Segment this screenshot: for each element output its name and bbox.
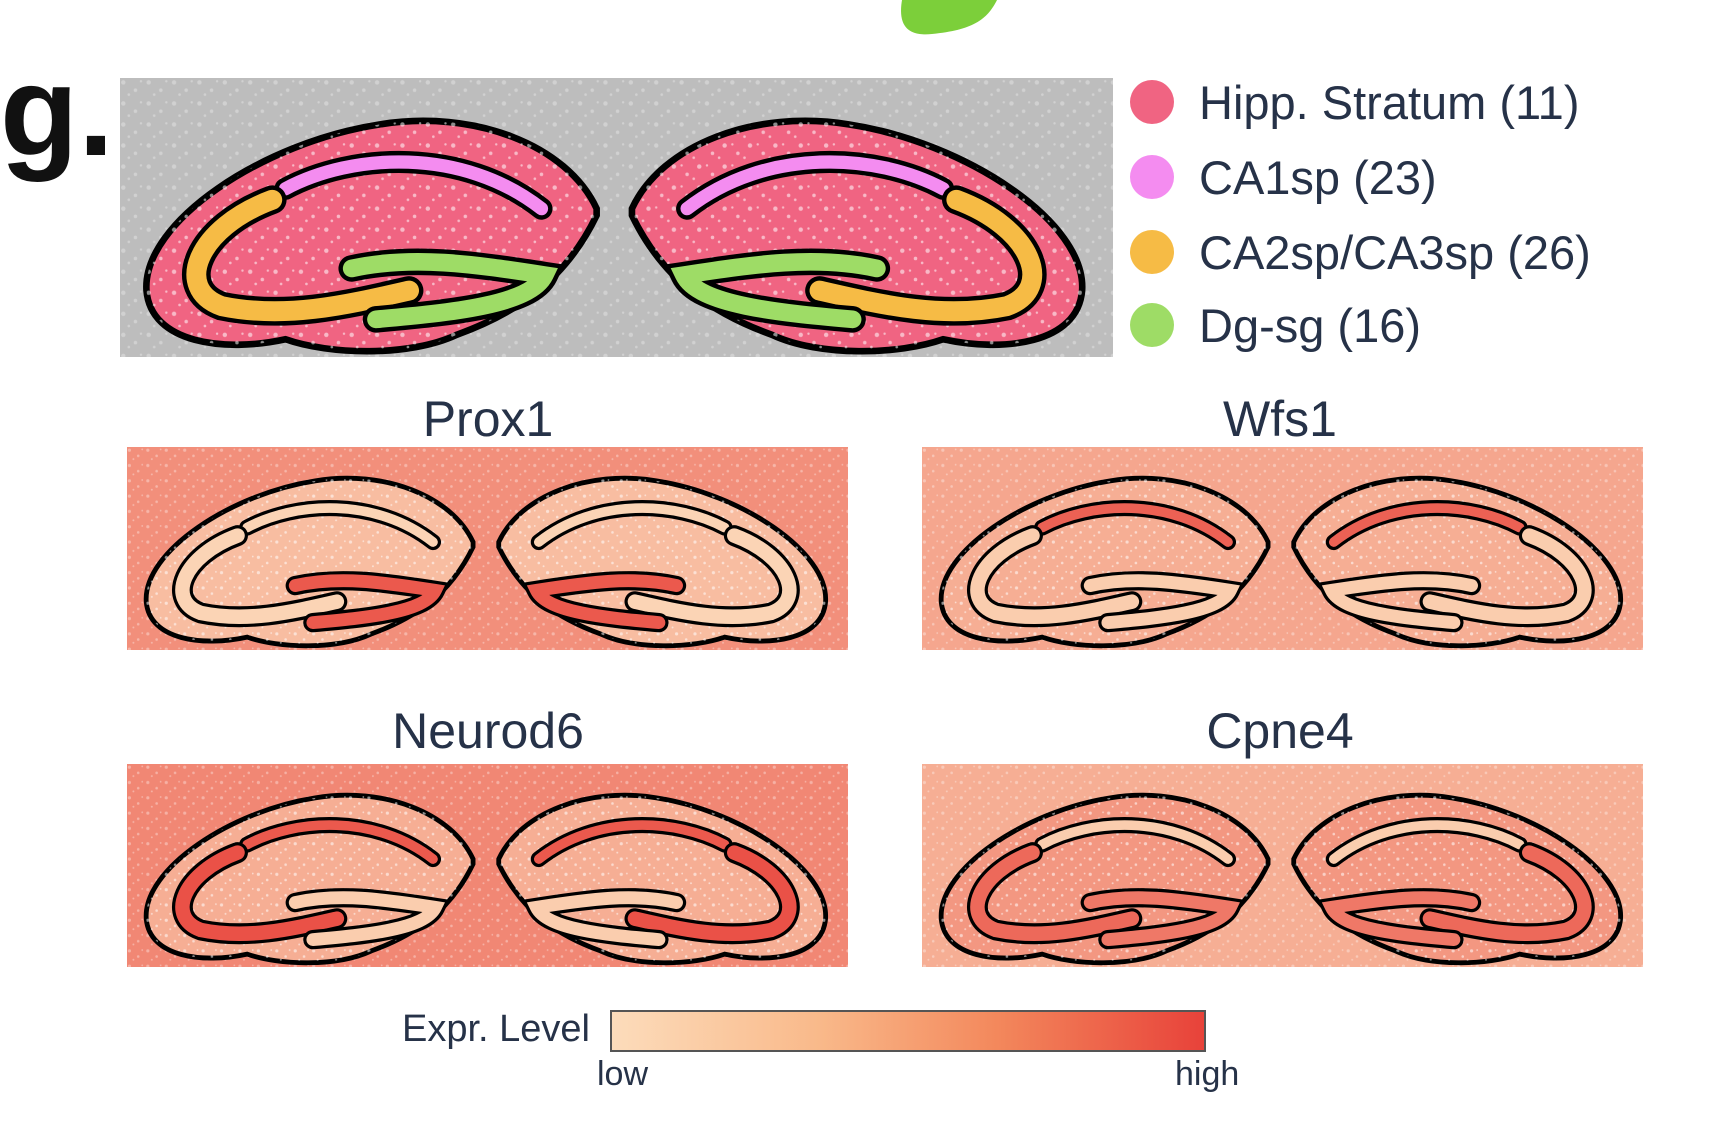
colorbar-high-label: high xyxy=(1175,1055,1240,1093)
colorbar-low-label: low xyxy=(597,1055,649,1093)
legend-label: CA2sp/CA3sp (26) xyxy=(1199,225,1591,279)
legend-label: Dg-sg (16) xyxy=(1199,298,1422,352)
expression-map-wfs1 xyxy=(922,447,1643,650)
colorbar-label: Expr. Level xyxy=(402,1008,590,1050)
legend-item-hipp-stratum: Hipp. Stratum (11) xyxy=(1130,72,1579,132)
gene-title-neurod6: Neurod6 xyxy=(392,703,584,759)
panel-label: g. xyxy=(0,40,114,183)
legend-swatch xyxy=(1130,303,1174,347)
gene-title-prox1: Prox1 xyxy=(422,391,554,447)
legend-swatch xyxy=(1130,230,1174,274)
legend-swatch xyxy=(1130,80,1174,124)
green-region-fragment xyxy=(901,0,997,35)
legend-label: Hipp. Stratum (11) xyxy=(1199,75,1580,129)
gene-title-cpne4: Cpne4 xyxy=(1206,703,1354,759)
expression-map-prox1 xyxy=(127,447,848,650)
legend-item-dg-sg: Dg-sg (16) xyxy=(1130,295,1421,355)
legend-label: CA1sp (23) xyxy=(1199,150,1437,204)
expression-map-neurod6 xyxy=(127,764,848,967)
region-annotation-map xyxy=(120,78,1113,357)
colorbar xyxy=(610,1010,1206,1052)
expression-map-cpne4 xyxy=(922,764,1643,967)
gene-title-wfs1: Wfs1 xyxy=(1223,391,1337,447)
legend-item-ca1sp: CA1sp (23) xyxy=(1130,147,1437,207)
legend-item-ca2sp-ca3sp: CA2sp/CA3sp (26) xyxy=(1130,222,1591,282)
legend-swatch xyxy=(1130,155,1174,199)
